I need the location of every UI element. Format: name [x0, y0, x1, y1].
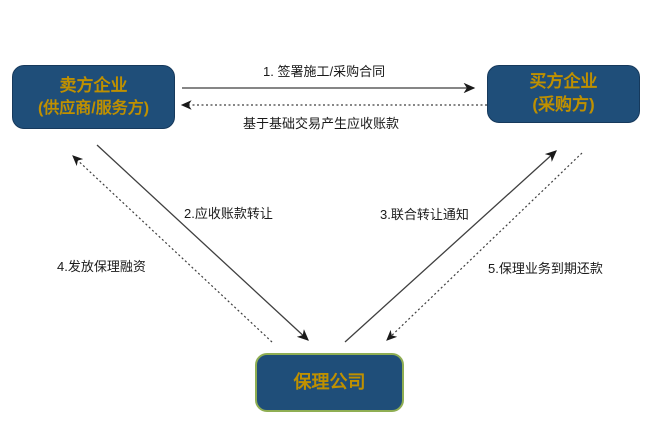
- arrow-receivables-transfer: [96, 144, 309, 341]
- edge-label-sign-contract: 1. 签署施工/采购合同: [263, 64, 386, 79]
- edge-label-maturity-repayment: 5.保理业务到期还款: [488, 261, 603, 276]
- node-buyer-title: 买方企业: [529, 72, 598, 92]
- node-seller-enterprise: 卖方企业 (供应商/服务方): [12, 65, 175, 129]
- arrow-factoring-financing: [72, 155, 273, 343]
- edge-label-receivables-arise: 基于基础交易产生应收账款: [243, 116, 400, 131]
- node-seller-title: 卖方企业: [59, 75, 128, 95]
- edge-label-factoring-financing: 4.发放保理融资: [57, 259, 146, 274]
- node-factoring-company: 保理公司: [255, 353, 404, 412]
- edge-label-joint-transfer-notice: 3.联合转让通知: [380, 207, 469, 222]
- node-seller-subtitle: (供应商/服务方): [37, 99, 150, 117]
- node-buyer-subtitle: (采购方): [532, 95, 595, 114]
- arrow-maturity-repayment: [386, 152, 583, 341]
- arrow-joint-transfer-notice: [344, 150, 557, 343]
- edge-label-receivables-transfer: 2.应收账款转让: [184, 206, 273, 221]
- node-factor-title: 保理公司: [293, 372, 366, 393]
- node-buyer-enterprise: 买方企业 (采购方): [487, 65, 640, 123]
